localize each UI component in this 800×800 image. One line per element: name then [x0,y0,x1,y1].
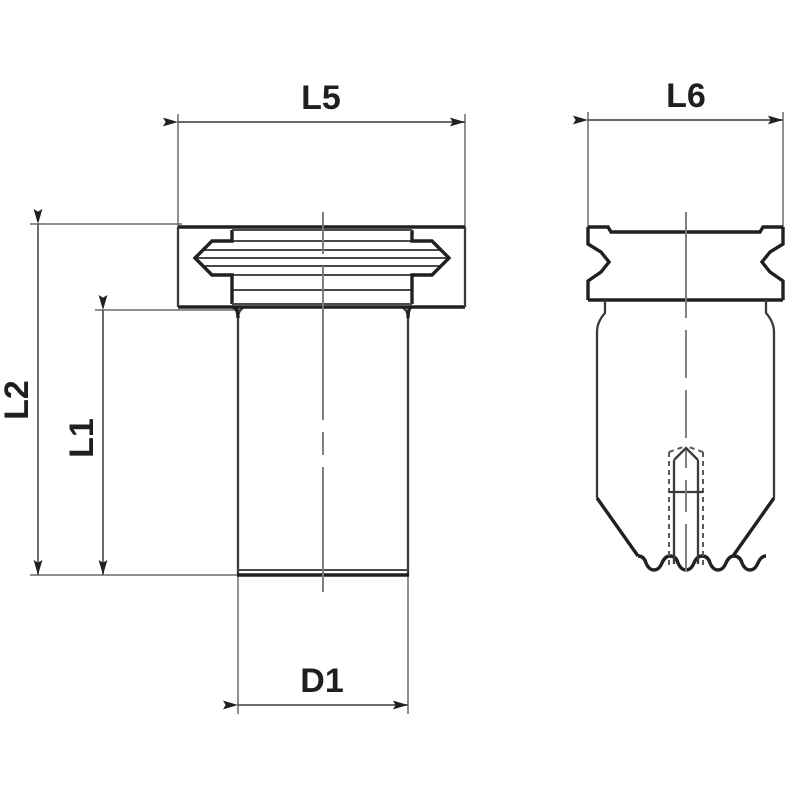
dimension-D1: D1 [223,662,408,710]
dimension-label-L5: L5 [301,79,341,117]
l5-extension-lines [177,114,466,232]
dimension-label-L2: L2 [0,380,36,420]
dimension-L6: L6 [573,77,783,125]
dimension-L1: L1 [63,295,108,575]
d1-extension-lines [237,572,409,714]
hidden-threaded-bore [668,445,704,566]
l2-l1-extension-lines [30,223,250,576]
dimension-L2: L2 [0,209,43,575]
dimension-label-D1: D1 [300,662,343,700]
flange-head [176,225,467,319]
l6-extension-lines [587,112,784,232]
left-view-group [30,114,467,714]
dimension-label-L6: L6 [666,77,706,115]
dimension-label-L1: L1 [63,418,101,458]
right-view-group [586,112,785,572]
dimension-L5: L5 [163,79,465,127]
